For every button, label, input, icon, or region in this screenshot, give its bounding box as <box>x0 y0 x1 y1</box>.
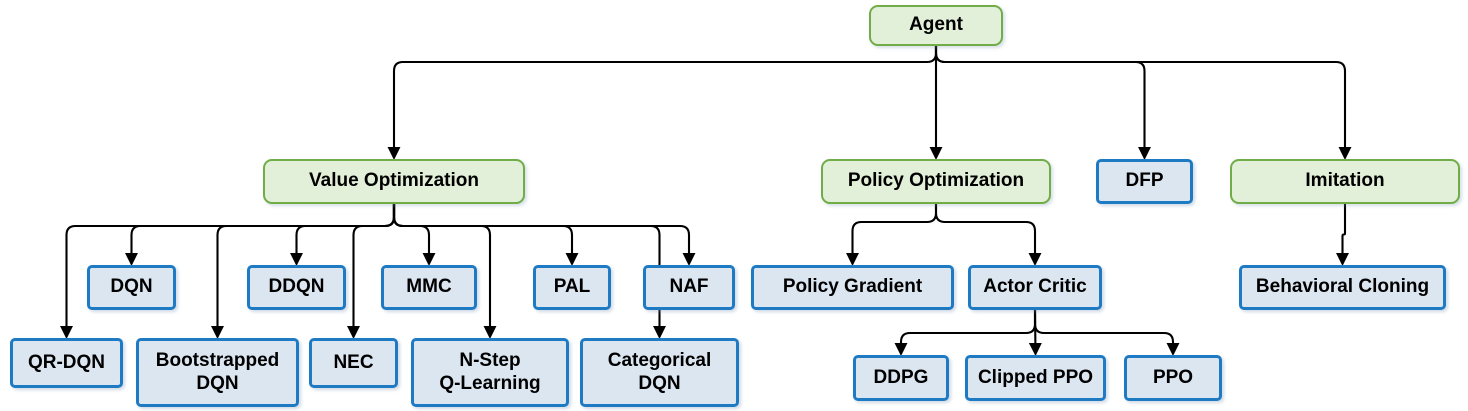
node-label-naf: NAF <box>669 276 709 298</box>
edge-actor-critic-to-clipped-ppo <box>1028 309 1042 356</box>
edge-value-optimization-to-ddqn <box>289 204 396 266</box>
node-label-agent: Agent <box>909 14 963 36</box>
node-label-value-optimization: Value Optimization <box>309 170 479 192</box>
node-label-policy-gradient: Policy Gradient <box>782 276 923 298</box>
node-label-qr-dqn: QR-DQN <box>27 351 106 373</box>
node-label-behavioral-cloning: Behavioral Cloning <box>1255 276 1430 298</box>
node-policy-optimization[interactable]: Policy Optimization <box>821 159 1051 204</box>
node-imitation[interactable]: Imitation <box>1230 159 1460 204</box>
edge-value-optimization-to-naf <box>392 204 696 266</box>
edge-policy-optimization-to-policy-gradient <box>845 204 938 266</box>
edge-agent-to-dfp <box>934 46 1152 160</box>
node-nec[interactable]: NEC <box>309 338 398 388</box>
edge-agent-to-imitation <box>934 46 1352 160</box>
node-label-ddqn: DDQN <box>268 276 325 298</box>
edge-actor-critic-to-ppo <box>1033 310 1180 356</box>
node-ddpg[interactable]: DDPG <box>853 355 949 401</box>
node-policy-gradient[interactable]: Policy Gradient <box>751 265 954 310</box>
node-label-ppo: PPO <box>1152 366 1194 388</box>
node-clipped-ppo[interactable]: Clipped PPO <box>965 355 1106 401</box>
node-agent[interactable]: Agent <box>869 5 1003 46</box>
node-label-dqn: DQN <box>110 276 153 298</box>
edge-imitation-to-behavioral-cloning <box>1335 204 1350 266</box>
node-label-clipped-ppo: Clipped PPO <box>977 366 1094 388</box>
node-label-policy-optimization: Policy Optimization <box>847 170 1025 192</box>
node-label-actor-critic: Actor Critic <box>983 276 1087 298</box>
node-label-ddpg: DDPG <box>873 366 929 388</box>
node-label-nec: NEC <box>333 351 374 373</box>
node-label-mmc: MMC <box>406 276 452 298</box>
node-dfp[interactable]: DFP <box>1096 159 1193 204</box>
edge-agent-to-value-optimization <box>387 46 938 160</box>
node-label-pal: PAL <box>553 276 591 298</box>
node-behavioral-cloning[interactable]: Behavioral Cloning <box>1239 265 1446 310</box>
edge-value-optimization-to-pal <box>392 204 579 266</box>
node-actor-critic[interactable]: Actor Critic <box>968 265 1102 310</box>
node-naf[interactable]: NAF <box>643 265 735 310</box>
edge-value-optimization-to-mmc <box>392 204 436 266</box>
node-dqn[interactable]: DQN <box>87 265 176 310</box>
node-pal[interactable]: PAL <box>533 265 611 310</box>
node-ddqn[interactable]: DDQN <box>247 265 346 310</box>
edge-actor-critic-to-ddpg <box>894 310 1037 356</box>
node-label-imitation: Imitation <box>1305 170 1385 192</box>
node-qr-dqn[interactable]: QR-DQN <box>10 338 123 388</box>
edge-value-optimization-to-dqn <box>124 204 396 266</box>
node-mmc[interactable]: MMC <box>381 265 477 310</box>
node-ppo[interactable]: PPO <box>1124 355 1222 401</box>
node-value-optimization[interactable]: Value Optimization <box>263 159 525 204</box>
node-label-dfp: DFP <box>1125 170 1164 192</box>
edge-policy-optimization-to-actor-critic <box>934 204 1042 266</box>
